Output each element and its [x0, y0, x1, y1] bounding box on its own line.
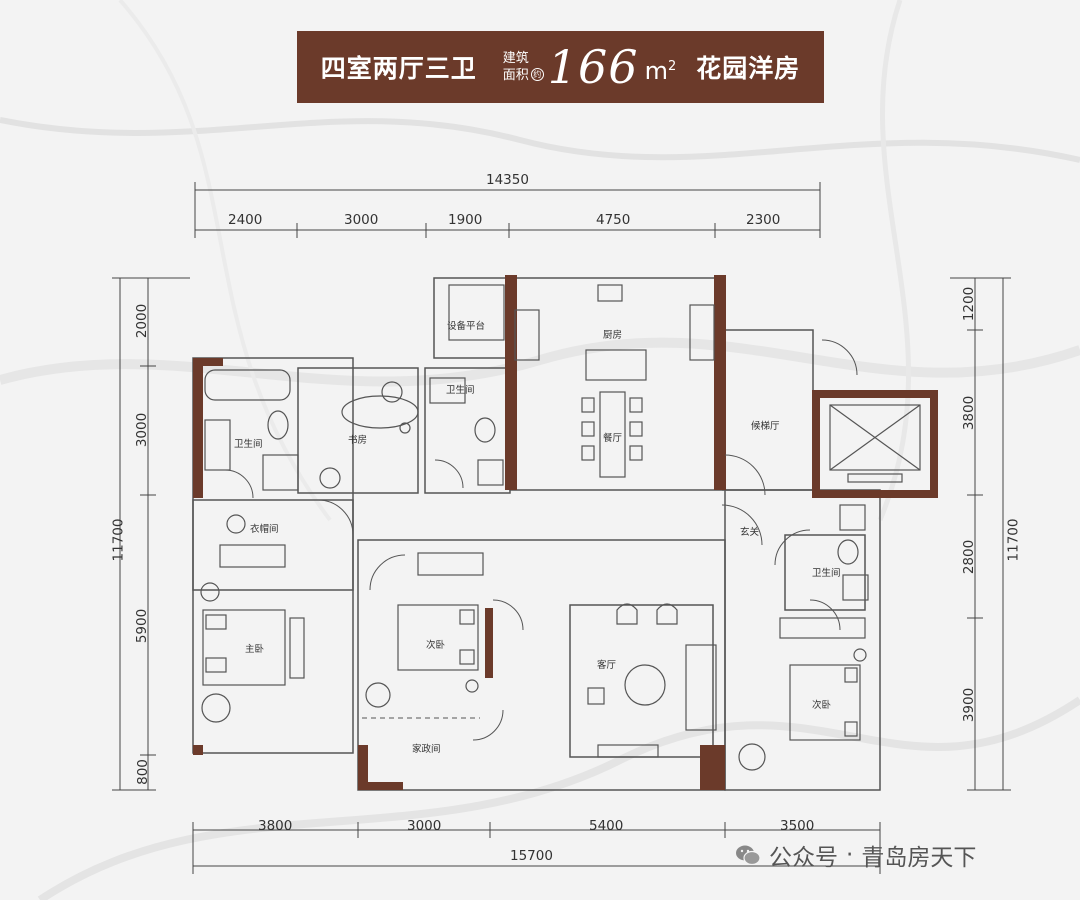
watermark-separator: ·: [846, 842, 854, 868]
dim-top-seg-1: 2400: [228, 212, 263, 228]
room-entry: 玄关: [740, 527, 760, 538]
wechat-icon: [736, 845, 761, 866]
room-equipment: 设备平台: [447, 321, 486, 332]
dim-top-seg-4: 4750: [596, 212, 631, 228]
title-banner: 四室两厅三卫 建筑 面积 约 166 m2 花园洋房: [297, 31, 824, 103]
room-living: 客厅: [597, 660, 617, 671]
room-bath-right: 卫生间: [812, 568, 841, 579]
dim-bottom-seg-1: 3800: [258, 818, 293, 834]
dim-top-total: 14350: [486, 172, 529, 188]
dim-right-total: 11700: [1005, 518, 1022, 562]
dim-top-seg-5: 2300: [746, 212, 781, 228]
dim-right-seg-3: 2800: [961, 539, 978, 575]
dim-right-seg-2: 3800: [961, 395, 978, 431]
watermark: 公众号 · 青岛房天下: [735, 838, 976, 872]
dim-bottom-seg-2: 3000: [407, 818, 442, 834]
dim-right-seg-4: 3900: [961, 687, 978, 723]
room-dining: 餐厅: [603, 433, 623, 444]
dim-left-seg-4: 800: [134, 759, 151, 785]
watermark-name: 青岛房天下: [861, 845, 977, 871]
dim-right-seg-1: 1200: [961, 286, 978, 322]
dim-top-seg-3: 1900: [448, 212, 483, 228]
dim-top-seg-2: 3000: [344, 212, 379, 228]
room-master-bed: 主卧: [245, 644, 265, 655]
dim-left-seg-1: 2000: [134, 303, 151, 339]
house-type: 花园洋房: [696, 54, 801, 83]
room-bath-master: 卫生间: [234, 439, 263, 450]
dim-bottom-seg-3: 5400: [589, 818, 624, 834]
dim-left-seg-3: 5900: [134, 608, 151, 644]
room-closet: 衣帽间: [250, 524, 279, 535]
room-elevator-hall: 候梯厅: [751, 421, 780, 432]
dim-left-total: 11700: [110, 518, 127, 562]
layout-title: 四室两厅三卫: [320, 54, 477, 83]
room-housekeeping: 家政间: [412, 744, 441, 755]
room-second-bed-1: 次卧: [426, 640, 446, 651]
area-label: 建筑 面积: [502, 51, 529, 83]
watermark-label: 公众号: [769, 845, 838, 871]
approx-badge: 约: [530, 67, 544, 81]
area-value: 166: [547, 40, 639, 94]
room-study: 书房: [348, 435, 368, 446]
area-unit: m2: [644, 57, 677, 85]
dim-bottom-seg-4: 3500: [780, 818, 815, 834]
dim-left-seg-2: 3000: [134, 412, 151, 448]
room-second-bed-2: 次卧: [812, 700, 832, 711]
room-kitchen: 厨房: [603, 330, 623, 341]
room-bath-small: 卫生间: [446, 385, 475, 396]
dim-bottom-total: 15700: [510, 848, 553, 864]
